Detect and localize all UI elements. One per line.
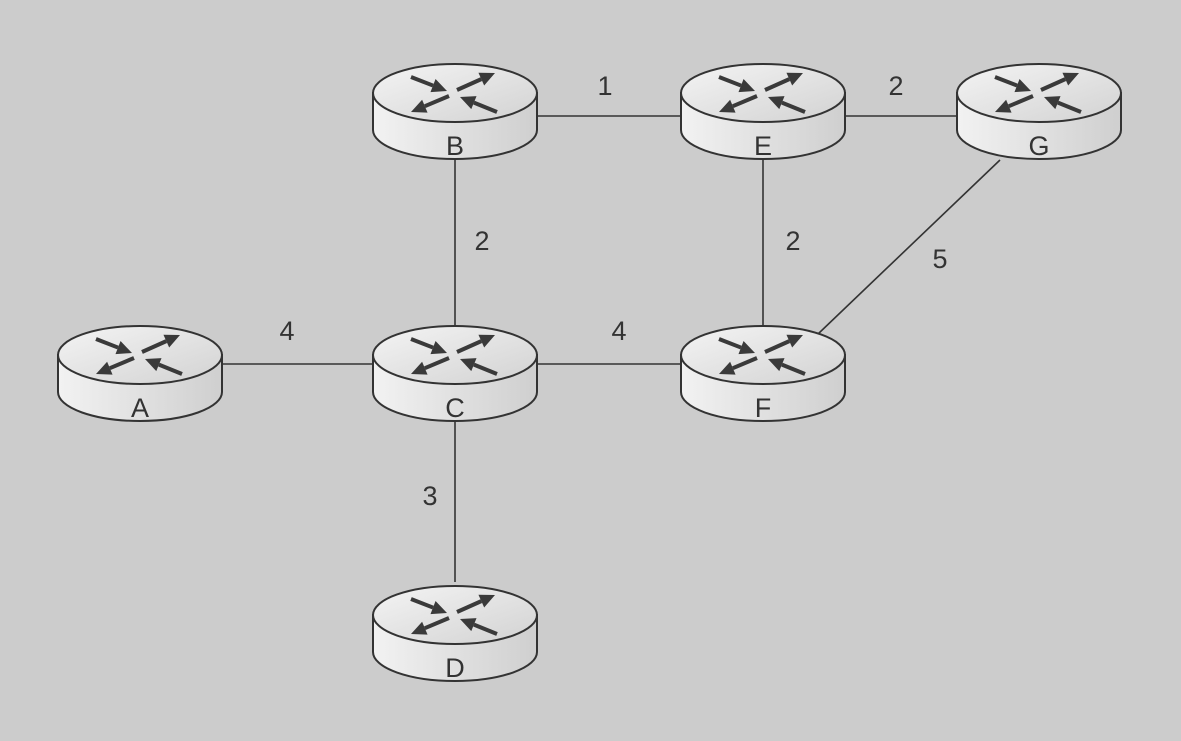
link-E-G: 2 xyxy=(845,71,957,117)
router-label: B xyxy=(446,131,464,161)
link-line xyxy=(817,159,1001,335)
link-A-C: 4 xyxy=(222,316,373,365)
router-arrows-icon xyxy=(410,334,498,376)
router-arrows-icon xyxy=(718,334,806,376)
link-B-E: 1 xyxy=(537,71,680,117)
router-B[interactable]: B xyxy=(372,63,538,161)
router-arrows-icon xyxy=(410,594,498,636)
link-C-D: 3 xyxy=(422,422,456,582)
router-label: E xyxy=(754,131,772,161)
link-G-F: 5 xyxy=(817,159,1001,335)
link-E-F: 2 xyxy=(762,160,801,326)
link-C-F: 4 xyxy=(537,316,681,365)
link-weight: 2 xyxy=(474,226,489,256)
router-G[interactable]: G xyxy=(956,63,1122,161)
link-weight: 2 xyxy=(888,71,903,101)
link-B-C: 2 xyxy=(454,160,490,326)
router-D[interactable]: D xyxy=(372,585,538,683)
router-label: A xyxy=(131,393,149,423)
router-top xyxy=(956,63,1122,123)
link-weight: 2 xyxy=(785,226,800,256)
router-label: F xyxy=(755,393,772,423)
router-A[interactable]: A xyxy=(57,325,223,423)
router-C[interactable]: C xyxy=(372,325,538,423)
link-weight: 1 xyxy=(597,71,612,101)
router-top xyxy=(372,63,538,123)
router-arrows-icon xyxy=(718,72,806,114)
router-arrows-icon xyxy=(95,334,183,376)
link-weight: 4 xyxy=(611,316,626,346)
router-top xyxy=(57,325,223,385)
router-top xyxy=(680,325,846,385)
links: 1 2 2 2 5 4 4 3 xyxy=(222,71,1001,582)
router-label: D xyxy=(445,653,465,683)
router-top xyxy=(372,585,538,645)
routers: A B C D E F G xyxy=(57,63,1122,683)
router-E[interactable]: E xyxy=(680,63,846,161)
link-weight: 5 xyxy=(932,244,947,274)
router-F[interactable]: F xyxy=(680,325,846,423)
router-arrows-icon xyxy=(994,72,1082,114)
router-top xyxy=(680,63,846,123)
link-weight: 4 xyxy=(279,316,294,346)
link-weight: 3 xyxy=(422,481,437,511)
router-arrows-icon xyxy=(410,72,498,114)
router-label: G xyxy=(1028,131,1049,161)
router-label: C xyxy=(445,393,465,423)
router-top xyxy=(372,325,538,385)
